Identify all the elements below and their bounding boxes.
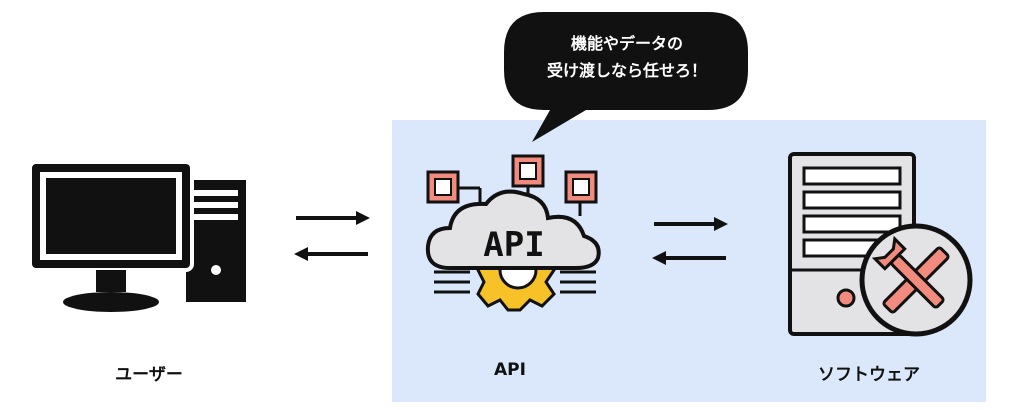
software-label: ソフトウェア bbox=[818, 365, 920, 385]
bubble-line-2: 受け渡しなら任せろ！ bbox=[546, 61, 707, 80]
exchange-arrows-left bbox=[294, 211, 370, 261]
bubble-text: 機能やデータの 受け渡しなら任せろ！ bbox=[512, 30, 742, 84]
software-server-icon bbox=[788, 152, 973, 337]
api-icon-text: API bbox=[483, 225, 544, 265]
exchange-arrows-right bbox=[652, 217, 728, 265]
speech-bubble bbox=[504, 12, 748, 142]
desktop-computer-icon bbox=[28, 160, 246, 312]
api-cloud-icon: API bbox=[425, 154, 601, 312]
user-label: ユーザー bbox=[115, 365, 183, 385]
bubble-line-1: 機能やデータの bbox=[570, 34, 683, 53]
api-label: API bbox=[494, 360, 526, 380]
